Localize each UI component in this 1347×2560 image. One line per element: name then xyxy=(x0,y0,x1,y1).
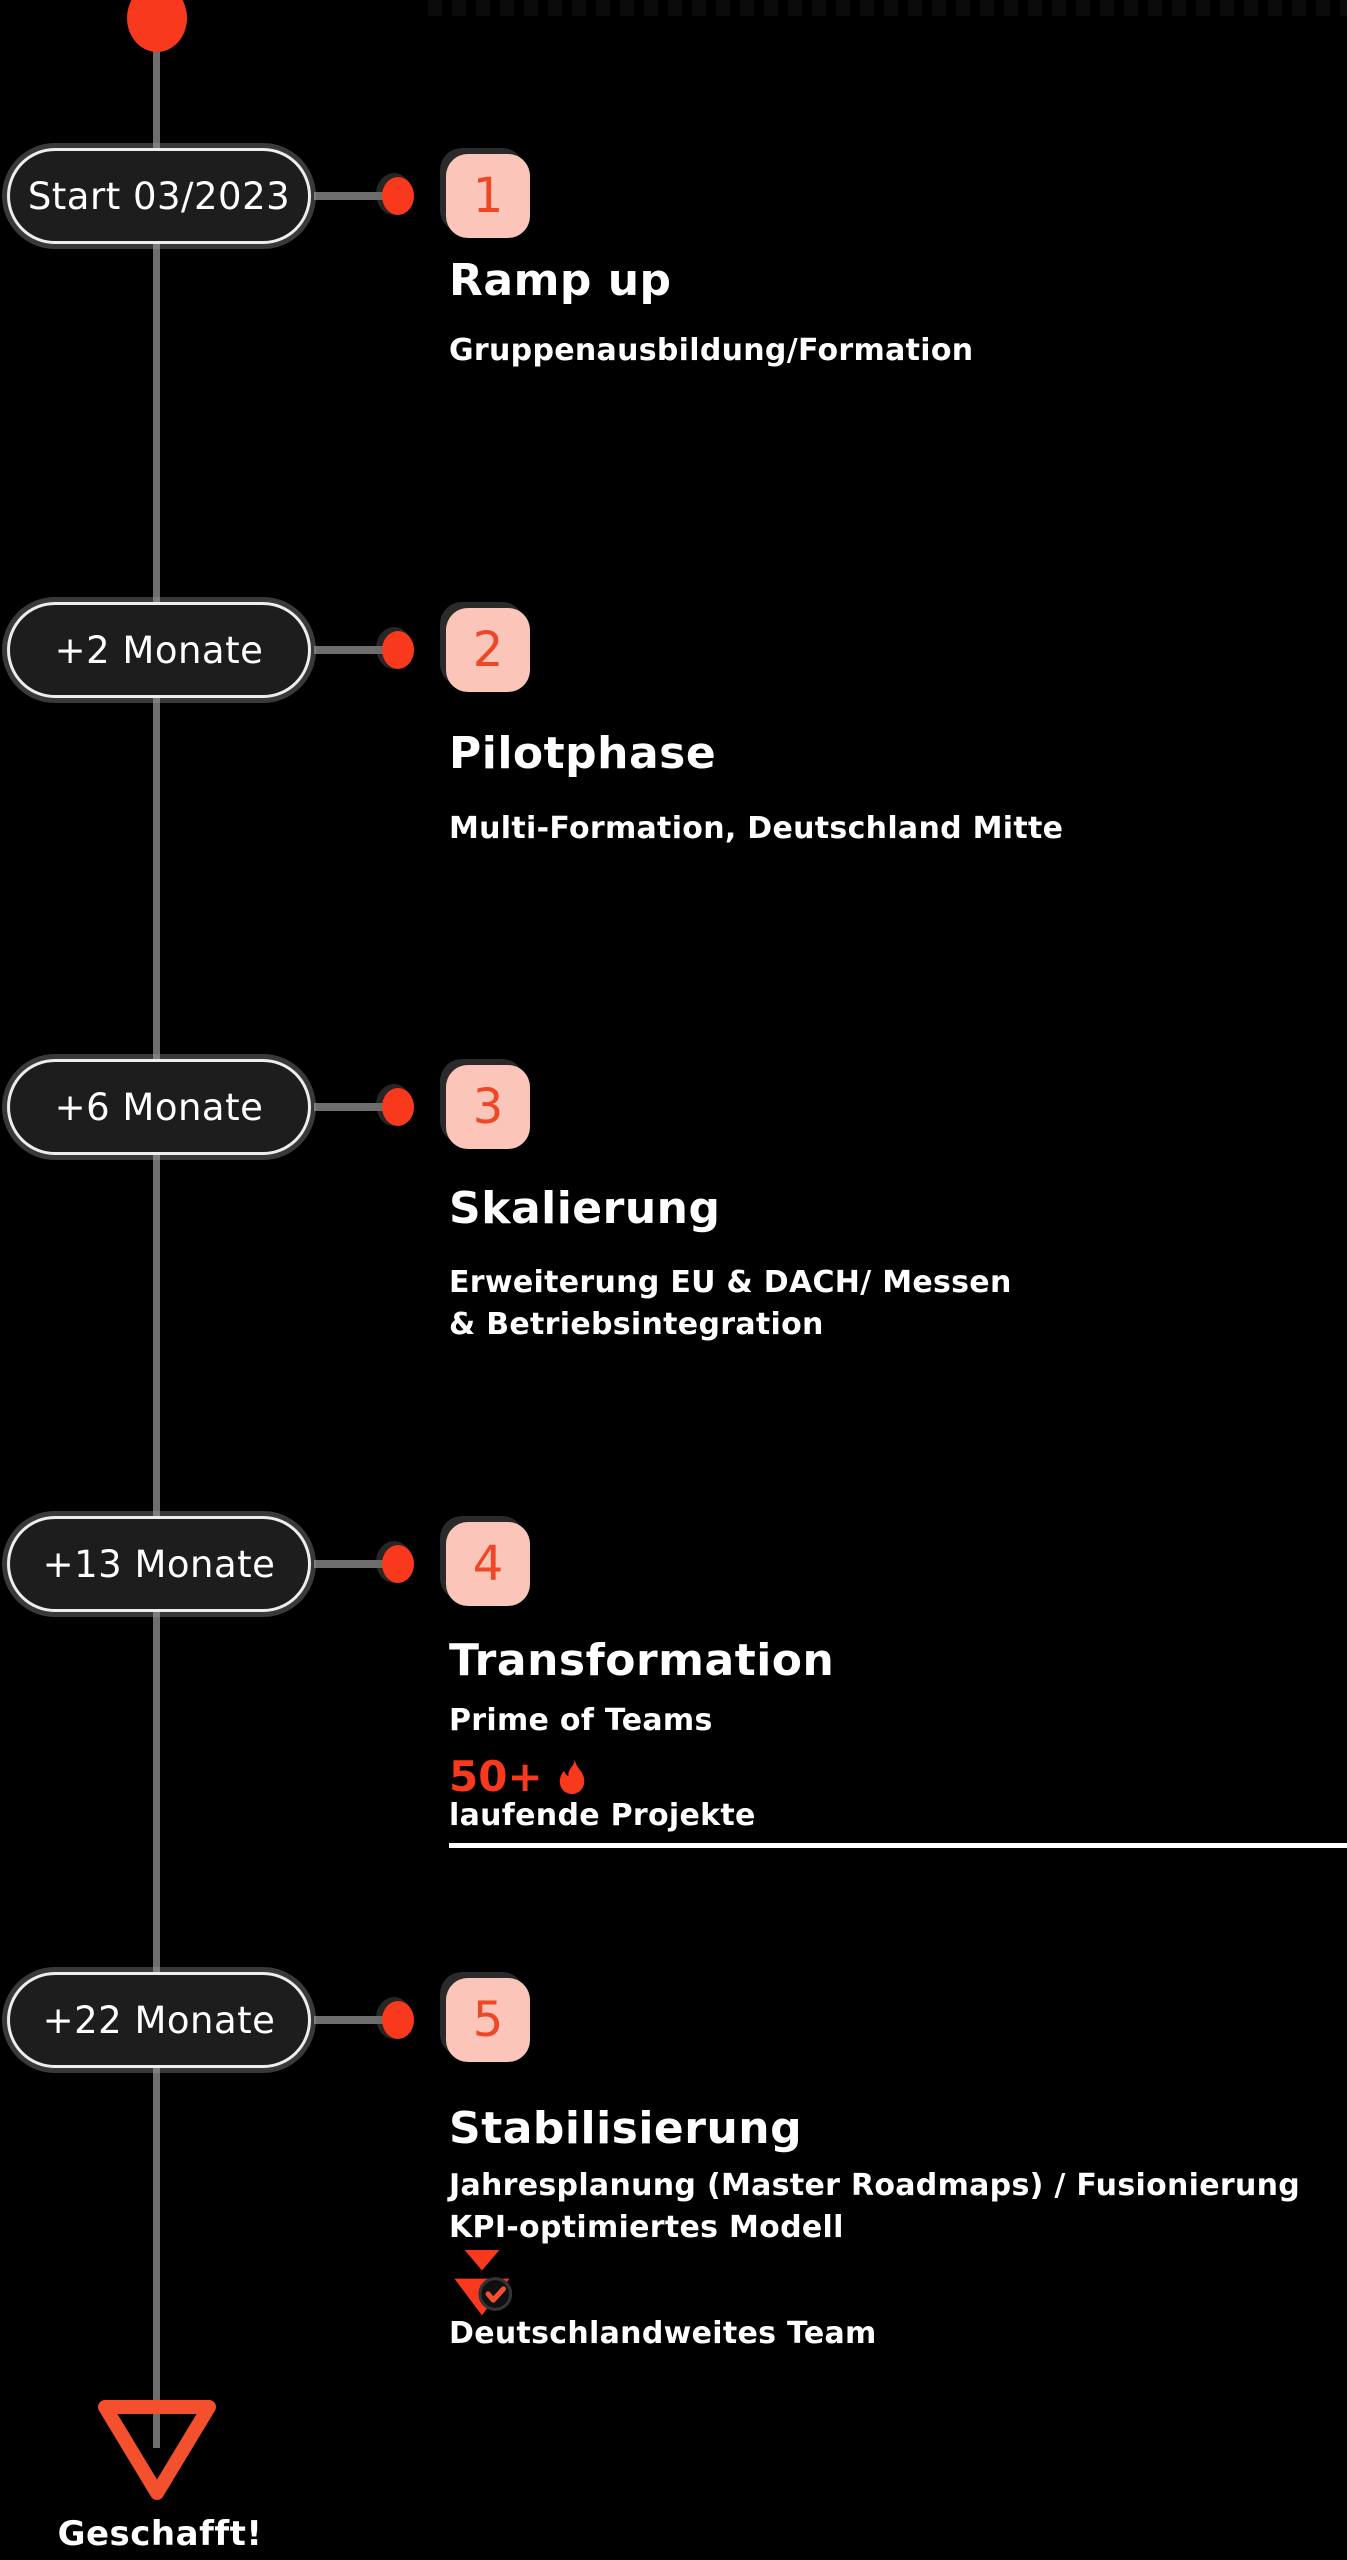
milestone-4-stat: 50+ xyxy=(449,1752,593,1801)
timeline-spine xyxy=(153,18,160,2448)
milestone-badge-3: 3 xyxy=(446,1065,530,1149)
cropped-text-artifact xyxy=(428,0,1347,16)
milestone-description-2: Multi-Formation, Deutschland Mitte xyxy=(449,811,1064,846)
milestone-4-stat-label: laufende Projekte xyxy=(449,1798,1347,1848)
milestone-pill-1-label: Start 03/2023 xyxy=(27,174,291,218)
milestone-number-5: 5 xyxy=(472,1992,504,2048)
milestone-pill-4-label: +13 Monate xyxy=(42,1542,276,1586)
connector-5 xyxy=(314,2016,396,2024)
milestone-dot-1 xyxy=(382,177,414,215)
milestone-title-5: Stabilisierung xyxy=(449,2103,803,2154)
chevrons-down-check-icon xyxy=(449,2248,515,2342)
timeline-start-dot xyxy=(127,0,187,52)
milestone-number-4: 4 xyxy=(472,1536,504,1592)
timeline-end-label: Geschafft! xyxy=(57,2514,263,2554)
milestone-pill-2: +2 Monate xyxy=(7,602,311,698)
milestone-pill-3-label: +6 Monate xyxy=(54,1085,264,1129)
milestone-pill-3: +6 Monate xyxy=(7,1059,311,1155)
milestone-title-1: Ramp up xyxy=(449,255,672,306)
milestone-title-3: Skalierung xyxy=(449,1183,721,1234)
milestone-description-1: Gruppenausbildung/Formation xyxy=(449,333,974,368)
milestone-4-stat-value: 50+ xyxy=(449,1752,543,1801)
milestone-pill-1: Start 03/2023 xyxy=(7,148,311,244)
milestone-number-1: 1 xyxy=(472,168,504,224)
milestone-pill-4: +13 Monate xyxy=(7,1516,311,1612)
milestone-badge-5: 5 xyxy=(446,1978,530,2062)
milestone-pill-5: +22 Monate xyxy=(7,1972,311,2068)
milestone-badge-4: 4 xyxy=(446,1522,530,1606)
milestone-5-extra-label: Deutschlandweites Team xyxy=(449,2316,877,2351)
connector-1 xyxy=(314,192,396,200)
milestone-dot-2 xyxy=(382,631,414,669)
milestone-number-3: 3 xyxy=(472,1079,504,1135)
milestone-description-3: Erweiterung EU & DACH/ Messen & Betriebs… xyxy=(449,1265,1012,1342)
milestone-badge-1: 1 xyxy=(446,154,530,238)
milestone-pill-2-label: +2 Monate xyxy=(54,628,264,672)
connector-3 xyxy=(314,1103,396,1111)
milestone-dot-3 xyxy=(382,1088,414,1126)
arrow-down-outline-icon xyxy=(92,2394,222,2506)
milestone-dot-4 xyxy=(382,1545,414,1583)
milestone-number-2: 2 xyxy=(472,622,504,678)
milestone-title-2: Pilotphase xyxy=(449,728,717,779)
connector-2 xyxy=(314,646,396,654)
milestone-pill-5-label: +22 Monate xyxy=(42,1998,276,2042)
milestone-badge-2: 2 xyxy=(446,608,530,692)
milestone-description-5: Jahresplanung (Master Roadmaps) / Fusion… xyxy=(449,2168,1301,2245)
milestone-description-4: Prime of Teams xyxy=(449,1703,713,1738)
milestone-title-4: Transformation xyxy=(449,1635,835,1686)
connector-4 xyxy=(314,1560,396,1568)
milestone-dot-5 xyxy=(382,2001,414,2039)
flame-icon xyxy=(551,1754,593,1800)
